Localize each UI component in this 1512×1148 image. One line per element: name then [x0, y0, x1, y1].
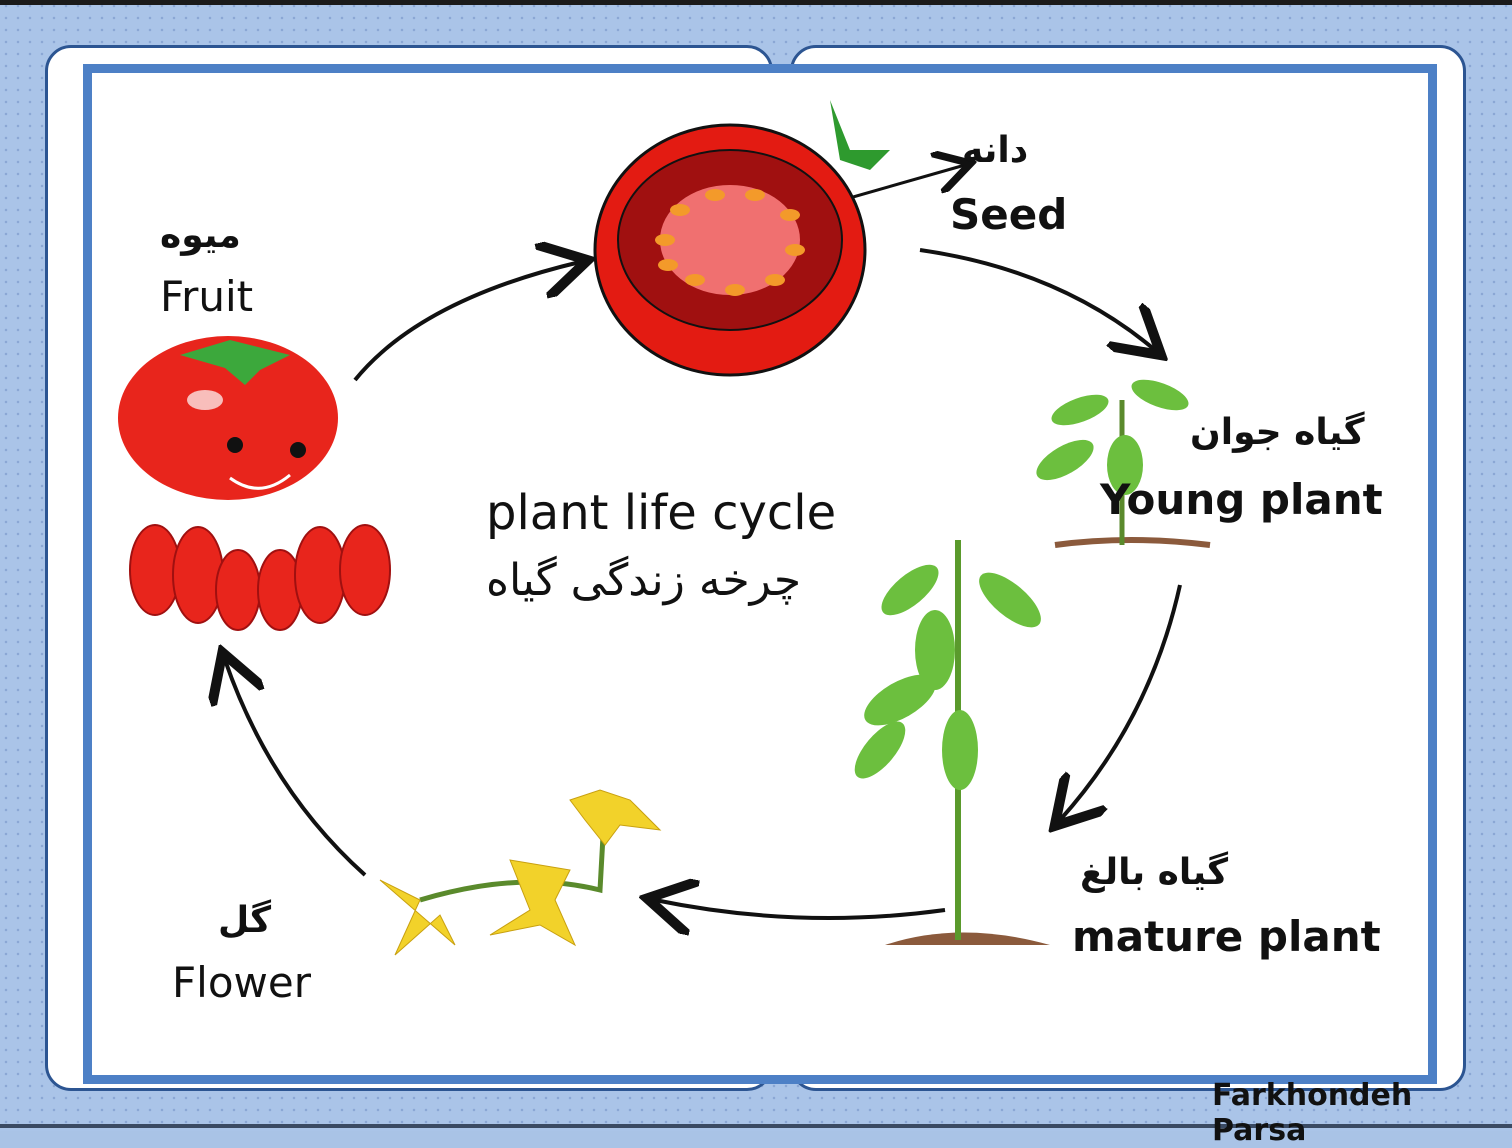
bottom-edge [0, 1124, 1512, 1128]
mature-plant-label: mature plant [1072, 912, 1381, 961]
seed-label-fa: دانه [962, 130, 1029, 171]
cut-tomato-icon [593, 100, 890, 377]
young-plant-icon [1036, 379, 1211, 548]
arrow-seed-to-young [919, 248, 1155, 350]
tomato-row-icon [129, 524, 391, 631]
flower-label: Flower [172, 958, 311, 1007]
arrow-mature-to-flower [655, 900, 946, 918]
smiling-tomato-icon [118, 336, 338, 500]
arrow-fruit-to-seed [353, 262, 580, 382]
fruit-label: Fruit [160, 272, 254, 321]
flower-label-fa: گل [218, 900, 272, 941]
tomato-flower-icon [379, 789, 662, 956]
arrow-flower-to-fruit [225, 660, 367, 877]
fruit-label-fa: میوه [160, 215, 241, 256]
seed-label: Seed [950, 190, 1068, 239]
young-plant-label: Young plant [1100, 475, 1383, 524]
mature-plant-icon [854, 540, 1050, 945]
diagram-title: plant life cycle [486, 485, 837, 541]
arrow-young-to-mature [1060, 584, 1182, 820]
mature-plant-label-fa: گیاه بالغ [1080, 852, 1229, 893]
diagram-title-fa: چرخه زندگی گیاه [486, 555, 802, 606]
top-edge [0, 0, 1512, 5]
author-credit: Farkhondeh Parsa [1212, 1078, 1413, 1148]
young-plant-label-fa: گیاه جوان [1190, 412, 1365, 453]
